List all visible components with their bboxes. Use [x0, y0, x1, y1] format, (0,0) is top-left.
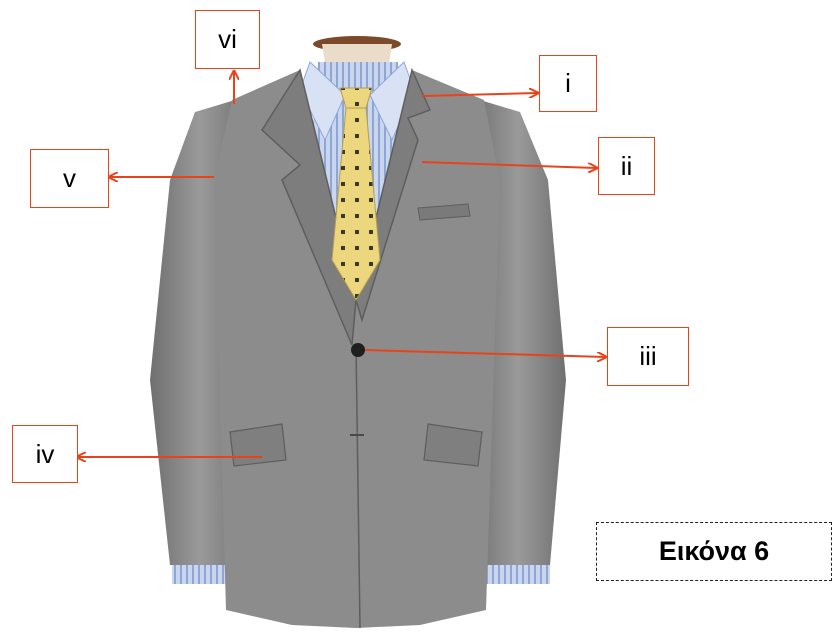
label-v: v: [63, 163, 76, 194]
label-box-i: i: [539, 55, 597, 112]
figure-caption: Εικόνα 6: [596, 522, 832, 581]
caption-text: Εικόνα 6: [659, 536, 769, 567]
label-vi: vi: [218, 24, 237, 55]
label-box-ii: ii: [598, 137, 655, 195]
label-box-iv: iv: [12, 425, 78, 483]
label-box-vi: vi: [195, 10, 260, 69]
label-i: i: [565, 68, 571, 99]
label-box-iii: iii: [607, 327, 689, 386]
label-ii: ii: [621, 151, 633, 182]
label-iii: iii: [639, 341, 656, 372]
label-iv: iv: [36, 439, 55, 470]
label-box-v: v: [30, 149, 109, 208]
jacket-button: [351, 343, 365, 357]
